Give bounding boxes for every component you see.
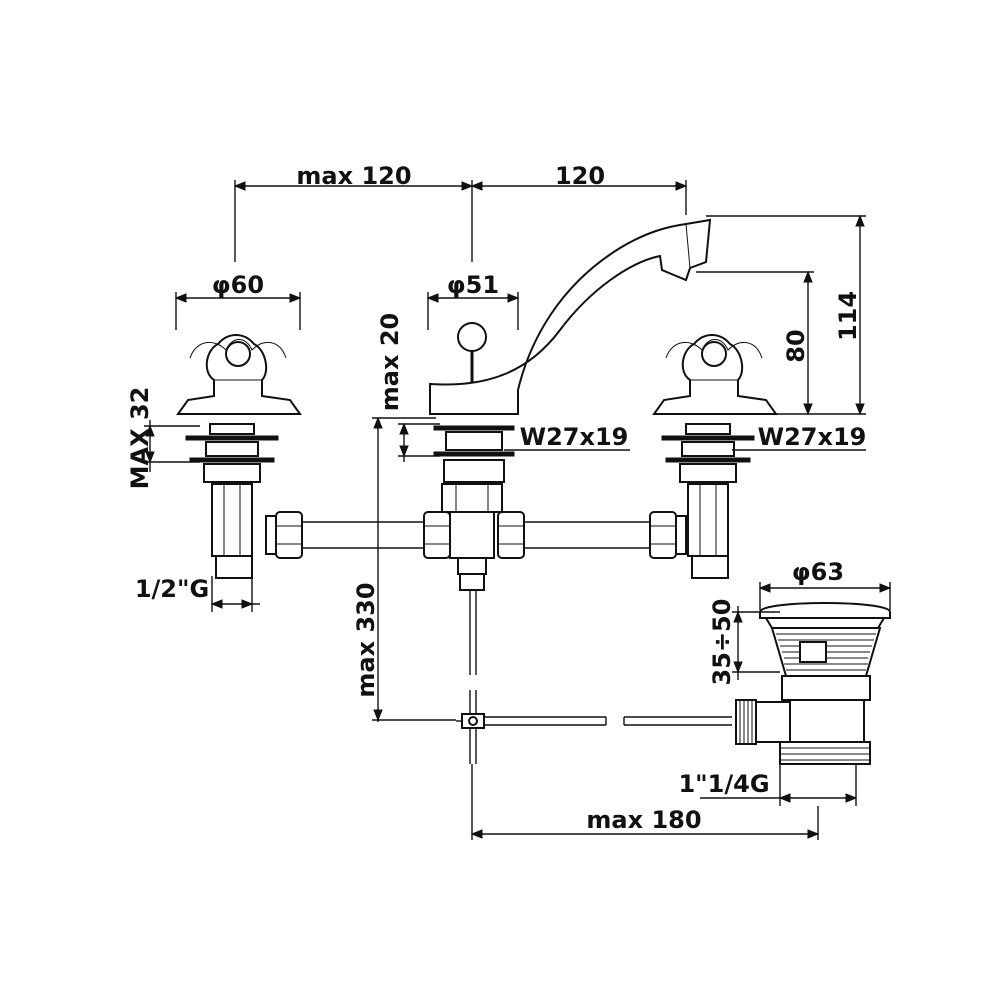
max-330-label: max 330: [352, 582, 380, 697]
top-dimension-lines: [233, 180, 688, 262]
center-flange: [433, 425, 515, 675]
right-valve: [652, 334, 778, 579]
handle-diameter-label: φ60: [212, 271, 264, 299]
max-180-dimension: [470, 764, 820, 840]
popup-linkage: [456, 690, 732, 764]
height-80-label: 80: [782, 329, 810, 362]
max-20-dimension: [398, 422, 440, 462]
max-330-dimension: [372, 416, 456, 722]
handle-diameter-line: [174, 292, 302, 330]
inlet-thread-dimension: [210, 576, 260, 612]
waste-thread-dimension: [700, 764, 858, 806]
max-32-label: MAX 32: [126, 387, 154, 490]
waste-diameter-dimension: [758, 582, 892, 610]
waste-diameter-label: φ63: [792, 558, 844, 586]
waste-assembly: [735, 602, 891, 765]
cross-pipe: [265, 511, 687, 559]
waste-thread-label: 1"1/4G: [678, 770, 769, 798]
waste-range-label: 35÷50: [708, 599, 736, 686]
spout-base-diameter-line: [426, 292, 520, 330]
max-32-dimension: [144, 420, 200, 472]
thread-center-label: W27x19: [520, 423, 629, 451]
inlet-thread-label: 1/2"G: [135, 575, 209, 603]
max-20-label: max 20: [376, 313, 404, 411]
waste-range-dimension: [732, 606, 780, 680]
spout-base-diameter-label: φ51: [447, 271, 499, 299]
spout-reach-left-label: max 120: [296, 162, 411, 190]
max-180-label: max 180: [586, 806, 701, 834]
left-valve: [176, 334, 302, 579]
spout: [429, 218, 712, 415]
height-dimensions: [696, 214, 866, 416]
thread-right-label: W27x19: [758, 423, 867, 451]
spout-reach-right-label: 120: [555, 162, 605, 190]
height-114-label: 114: [834, 291, 862, 341]
